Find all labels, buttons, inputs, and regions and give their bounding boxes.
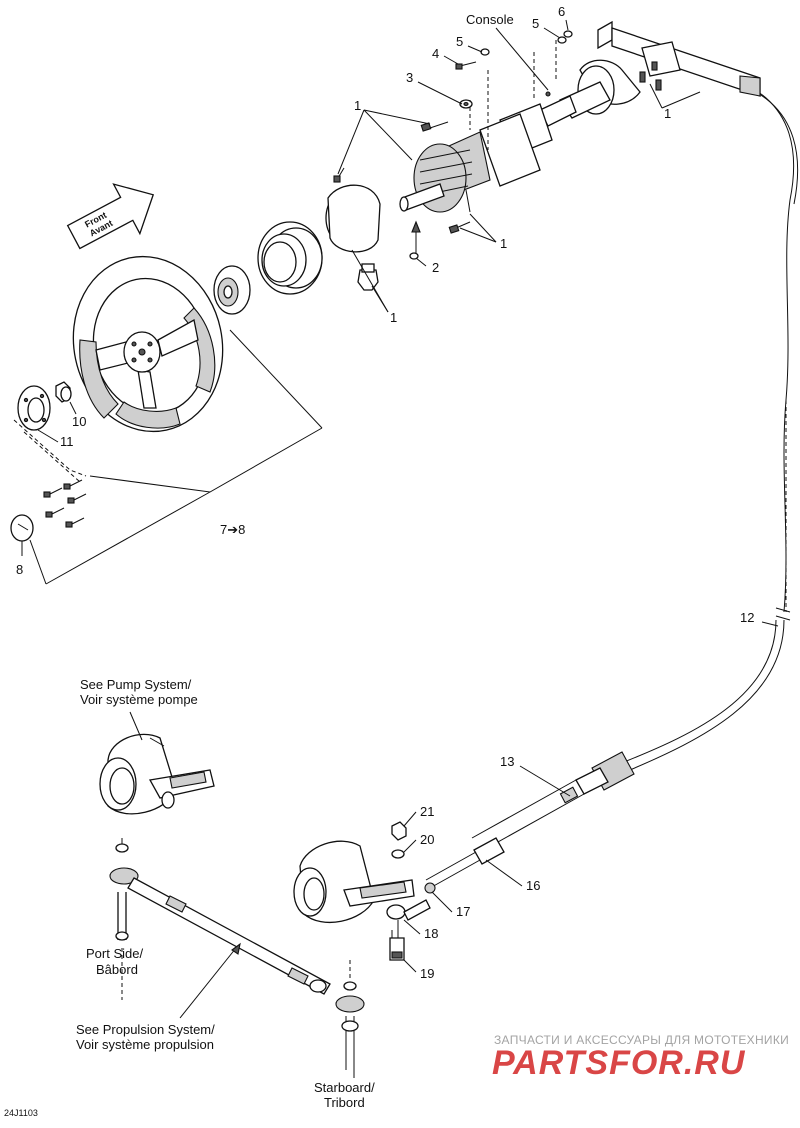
starboard-line1: Starboard/ bbox=[314, 1080, 375, 1095]
port-jet-nozzle bbox=[99, 733, 215, 853]
cable-end-fitting bbox=[471, 751, 635, 853]
callout-19: 19 bbox=[420, 966, 434, 981]
callout-10: 10 bbox=[72, 414, 86, 429]
tie-rod bbox=[109, 867, 365, 1070]
callout-2: 2 bbox=[432, 260, 439, 275]
watermark-tagline: ЗАПЧАСТИ И АКСЕССУАРЫ ДЛЯ МОТОТЕХНИКИ bbox=[494, 1033, 789, 1047]
callout-11: 11 bbox=[60, 434, 74, 449]
callout-13: 13 bbox=[500, 754, 514, 769]
port-side-line2: Bâbord bbox=[96, 962, 138, 977]
callout-5-left: 5 bbox=[456, 34, 463, 49]
group-bracket bbox=[29, 329, 323, 585]
callout-17: 17 bbox=[456, 904, 470, 919]
callout-5-right: 5 bbox=[532, 16, 539, 31]
screws-and-cap bbox=[10, 479, 87, 542]
callout-1-top: 1 bbox=[354, 98, 361, 113]
port-side-line1: Port Side/ bbox=[86, 946, 143, 961]
callout-21: 21 bbox=[420, 804, 434, 819]
pump-ref-line1: See Pump System/ bbox=[80, 677, 192, 692]
callout-7-8: 7➔8 bbox=[220, 522, 245, 537]
ball-joint-hardware bbox=[386, 821, 431, 961]
console-label: Console bbox=[466, 12, 514, 27]
callout-16: 16 bbox=[526, 878, 540, 893]
labels: Console 6 5 5 4 3 1 1 1 2 1 10 11 7➔8 8 … bbox=[4, 4, 754, 1118]
callout-18: 18 bbox=[424, 926, 438, 941]
cable-inner-rod bbox=[424, 837, 505, 894]
watermark-logo: PARTSFOR.RU bbox=[492, 1044, 746, 1082]
reference-code: 24J1103 bbox=[4, 1108, 38, 1118]
pump-ref-line2: Voir système pompe bbox=[80, 692, 198, 707]
callout-6: 6 bbox=[558, 4, 565, 19]
front-direction-arrow bbox=[66, 183, 155, 250]
starboard-jet-nozzle bbox=[293, 840, 415, 923]
callout-12: 12 bbox=[740, 610, 754, 625]
callout-4: 4 bbox=[432, 46, 439, 61]
callout-3: 3 bbox=[406, 70, 413, 85]
callout-1-mid: 1 bbox=[500, 236, 507, 251]
starboard-line2: Tribord bbox=[324, 1095, 365, 1110]
hub-cover-parts bbox=[213, 184, 419, 315]
callout-1-right: 1 bbox=[664, 106, 671, 121]
center-plate bbox=[13, 381, 87, 483]
hardware-washers bbox=[455, 30, 573, 109]
callout-20: 20 bbox=[420, 832, 434, 847]
watermark: ЗАПЧАСТИ И АКСЕССУАРЫ ДЛЯ МОТОТЕХНИКИ PA… bbox=[492, 1033, 789, 1082]
callout-8: 8 bbox=[16, 562, 23, 577]
leader-lines bbox=[21, 19, 779, 1078]
callout-1-lower: 1 bbox=[390, 310, 397, 325]
propulsion-ref-line2: Voir système propulsion bbox=[76, 1037, 214, 1052]
steering-wheel bbox=[72, 255, 224, 433]
steering-cable bbox=[623, 87, 799, 771]
steering-column-assembly bbox=[333, 20, 761, 254]
propulsion-ref-line1: See Propulsion System/ bbox=[76, 1022, 215, 1037]
